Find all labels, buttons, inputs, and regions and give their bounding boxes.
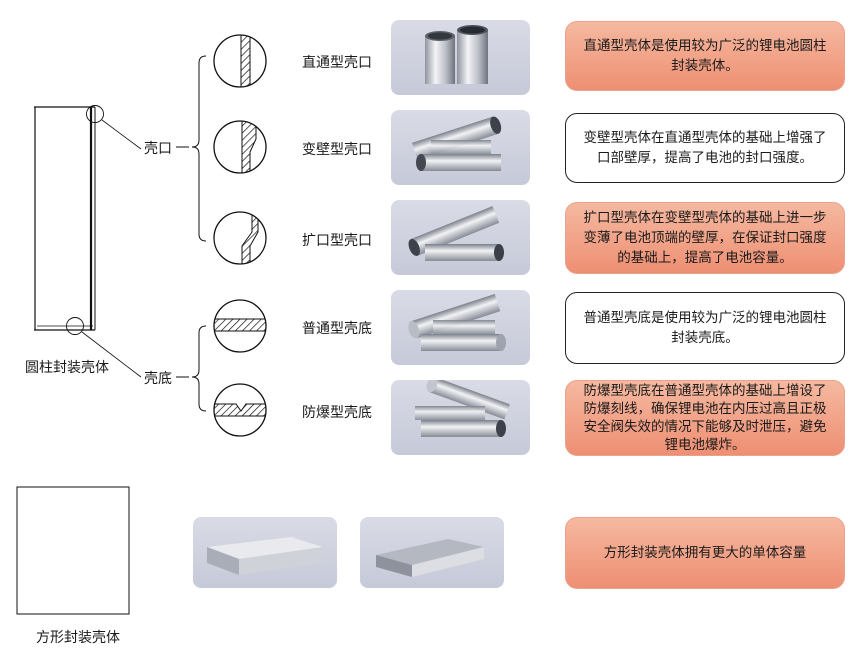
photo-square-casing-1 [193, 517, 337, 588]
type-label-normal-bottom: 普通型壳底 [302, 321, 372, 337]
flared-mouth-drawing [213, 211, 267, 265]
desc-straight: 直通型壳体是使用较为广泛的锂电池圆柱封装壳体。 [565, 21, 845, 91]
square-casing-label: 方形封装壳体 [36, 630, 120, 646]
desc-explosion-proof: 防爆型壳底在普通型壳体的基础上增设了防爆刻线，确保锂电池在内压过高且正极安全阀失… [565, 380, 845, 456]
type-label-straight: 直通型壳口 [302, 55, 372, 71]
cylinder-drawing [34, 105, 142, 378]
cylinder-casing-label: 圆柱封装壳体 [25, 360, 109, 376]
bottom-group-label: 壳底 [144, 371, 172, 387]
photo-flared-cylinders [391, 200, 530, 275]
normal-bottom-drawing [213, 299, 267, 353]
thick-wall-mouth-drawing [213, 120, 267, 174]
desc-thick-wall: 变壁型壳体在直通型壳体的基础上增强了口部壁厚，提高了电池的封口强度。 [565, 113, 845, 183]
square-casing-drawing [16, 486, 130, 615]
mouth-brace [176, 55, 207, 242]
photo-straight-cylinders [391, 20, 530, 95]
straight-mouth-drawing [213, 34, 267, 88]
photo-normal-bottom-cylinders [391, 290, 530, 365]
photo-square-casing-2 [360, 517, 504, 588]
desc-square-casing: 方形封装壳体拥有更大的单体容量 [565, 517, 845, 589]
photo-thick-wall-cylinders [391, 110, 530, 185]
type-label-flared: 扩口型壳口 [302, 233, 372, 249]
desc-normal-bottom: 普通型壳底是使用较为广泛的锂电池圆柱封装壳底。 [565, 292, 845, 364]
explosion-proof-bottom-drawing [213, 383, 267, 437]
bottom-brace [176, 325, 207, 412]
type-label-explosion-proof: 防爆型壳底 [302, 405, 372, 421]
mouth-group-label: 壳口 [144, 141, 172, 157]
type-label-thick-wall: 变壁型壳口 [302, 142, 372, 158]
desc-flared: 扩口型壳体在变壁型壳体的基础上进一步变薄了电池顶端的壁厚，在保证封口强度的基础上… [565, 202, 845, 274]
photo-explosion-proof-cylinders [391, 380, 530, 455]
